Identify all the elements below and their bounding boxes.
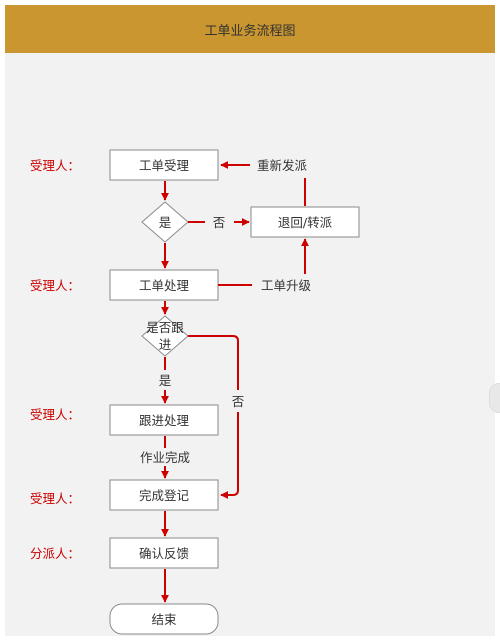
decision-follow-up-label-line1: 是否跟 — [146, 320, 184, 335]
node-follow-process[interactable]: 跟进处理 — [109, 404, 219, 436]
node-return-transfer[interactable]: 退回/转派 — [250, 206, 360, 238]
role-label-accepter-1: 受理人： — [30, 158, 80, 173]
role-label-accepter-4: 受理人： — [30, 491, 80, 506]
node-return-transfer-label: 退回/转派 — [278, 215, 333, 230]
edge-label-work-done: 作业完成 — [140, 450, 190, 465]
decision-follow-up[interactable]: 是否跟 进 — [141, 315, 189, 357]
decision-follow-up-label-line2: 进 — [159, 337, 172, 352]
node-follow-process-label: 跟进处理 — [139, 413, 190, 428]
edge-label-ticket-upgrade: 工单升级 — [261, 278, 312, 293]
node-complete-register-label: 完成登记 — [139, 488, 190, 503]
role-label-accepter-2: 受理人： — [30, 278, 80, 293]
node-ticket-accept[interactable]: 工单受理 — [109, 149, 219, 181]
node-end-label: 结束 — [151, 612, 177, 627]
edge-label-yes-2: 是 — [159, 373, 172, 388]
role-label-dispatcher: 分派人： — [30, 546, 80, 561]
edge-label-no-1: 否 — [213, 215, 226, 230]
edge-label-redispatch: 重新发派 — [257, 158, 308, 173]
node-complete-register[interactable]: 完成登记 — [109, 479, 219, 511]
diagram-panel — [5, 53, 500, 636]
node-confirm-feedback[interactable]: 确认反馈 — [109, 537, 219, 569]
decision-accept[interactable]: 是 — [141, 201, 189, 243]
node-ticket-process-label: 工单处理 — [139, 278, 190, 293]
decision-accept-label: 是 — [159, 215, 172, 230]
header-bar: 工单业务流程图 — [5, 5, 495, 53]
edge-label-no-2: 否 — [232, 394, 245, 409]
node-confirm-feedback-label: 确认反馈 — [139, 546, 189, 561]
node-end[interactable]: 结束 — [109, 603, 219, 635]
edge-follow-no-part1 — [188, 335, 239, 390]
page-title: 工单业务流程图 — [204, 23, 296, 39]
edge-follow-no-part2 — [220, 412, 239, 499]
node-ticket-process[interactable]: 工单处理 — [109, 269, 219, 301]
node-ticket-accept-label: 工单受理 — [139, 158, 190, 173]
role-label-accepter-3: 受理人： — [30, 407, 80, 422]
